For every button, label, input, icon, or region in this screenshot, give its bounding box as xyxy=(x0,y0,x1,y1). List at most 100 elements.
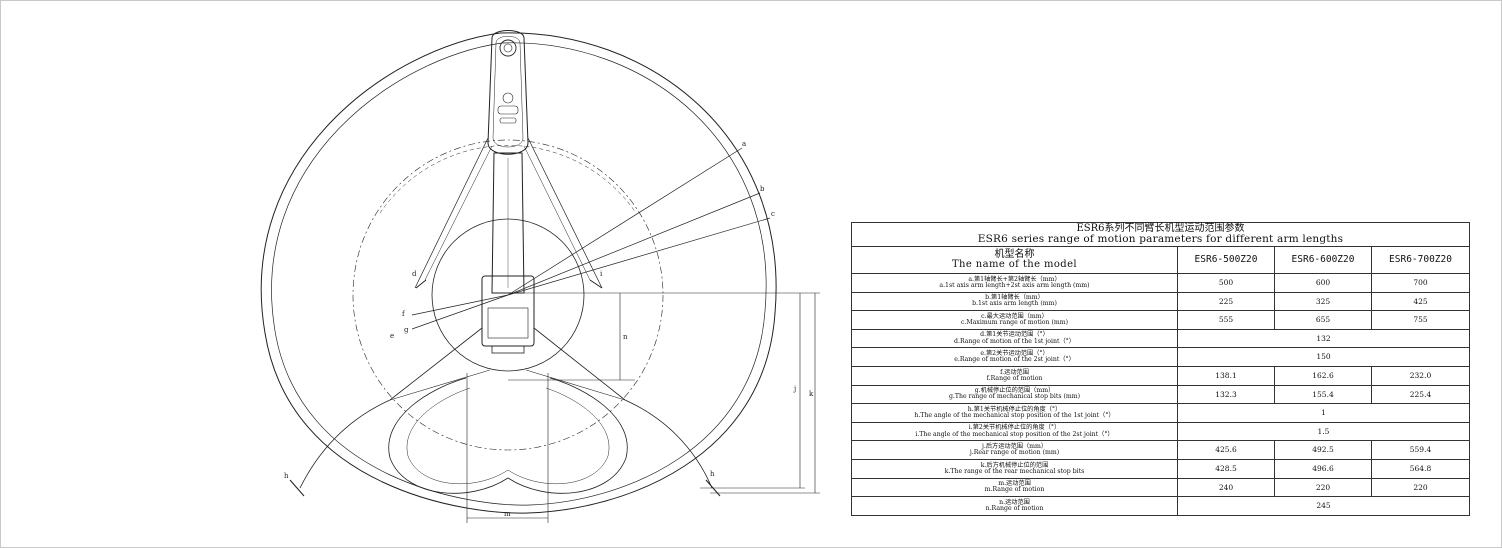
parameter-value-cell: 162.6 xyxy=(1274,365,1372,386)
parameter-value-cell: 428.5 xyxy=(1177,458,1275,479)
parameter-value-cell: 425 xyxy=(1371,291,1470,312)
outer-envelope xyxy=(260,32,777,514)
parameter-name-cell: c.最大运动范围（mm）c.Maximum range of motion (m… xyxy=(851,310,1178,330)
table-title-zh: ESR6系列不同臂长机型运动范围参数 xyxy=(1076,223,1245,235)
label-n: n xyxy=(623,333,628,341)
label-k: k xyxy=(809,390,814,398)
parameter-value-cell: 496.6 xyxy=(1274,458,1372,479)
parameter-value-cell: 555 xyxy=(1177,310,1275,330)
header-model-name-en: The name of the model xyxy=(951,259,1078,270)
parameter-value-cell: 220 xyxy=(1274,477,1372,498)
motion-range-parameters-table: ESR6系列不同臂长机型运动范围参数 ESR6 series range of … xyxy=(851,222,1470,516)
parameter-value-cell: 132.3 xyxy=(1177,384,1275,405)
parameter-value-cell: 559.4 xyxy=(1371,440,1470,460)
table-row: h.第1关节机械停止位的角度（°）h.The angle of the mech… xyxy=(851,403,1470,423)
radial-line-g xyxy=(411,294,509,330)
tick-d-left xyxy=(415,279,427,289)
table-header-row: 机型名称 The name of the model ESR6-500Z20 E… xyxy=(851,246,1470,274)
parameter-value-cell: 240 xyxy=(1177,477,1275,498)
table-title-row: ESR6系列不同臂长机型运动范围参数 ESR6 series range of … xyxy=(851,222,1470,247)
table-row: b.第1轴臂长（mm）b.1st axis arm length (mm)225… xyxy=(851,291,1470,312)
parameter-name-en: h.The angle of the mechanical stop posit… xyxy=(914,411,1115,419)
parameter-name-en: c.Maximum range of motion (mm) xyxy=(960,318,1069,326)
parameter-value-cell: 138.1 xyxy=(1177,365,1275,386)
arm-detail-2 xyxy=(497,105,519,115)
label-c: c xyxy=(771,210,775,218)
header-model-name-cell: 机型名称 The name of the model xyxy=(851,246,1178,274)
parameter-name-cell: j.后方运动范围（mm）j.Rear range of motion (mm) xyxy=(851,440,1178,460)
parameter-value-cell: 655 xyxy=(1274,310,1372,330)
parameter-value-cell: 1 xyxy=(1177,403,1470,423)
reach-line-right xyxy=(527,137,603,289)
lower-wing-right-2 xyxy=(525,369,626,401)
parameter-name-en: a.1st axis arm length+2st axis arm lengt… xyxy=(939,281,1090,289)
arm-detail-1 xyxy=(502,92,514,104)
parameter-name-en: n.Range of motion xyxy=(985,504,1044,512)
radial-line-c xyxy=(507,217,771,296)
parameter-name-zh: j.后方运动范围（mm） xyxy=(981,442,1048,450)
parameter-value-cell: 425.6 xyxy=(1177,440,1275,460)
parameter-name-en: m.Range of motion xyxy=(984,486,1045,494)
parameter-value-cell: 1.5 xyxy=(1177,421,1470,442)
label-j: j xyxy=(793,385,796,393)
table-row: c.最大运动范围（mm）c.Maximum range of motion (m… xyxy=(851,310,1470,330)
reach-line-left-2 xyxy=(424,145,493,281)
parameter-name-cell: d.第1关节运动范围（°）d.Range of motion of the 1s… xyxy=(851,328,1178,349)
parameter-name-cell: g.机械停止位的范围（mm）g.The range of mechanical … xyxy=(851,384,1178,405)
parameter-value-cell: 225 xyxy=(1177,291,1275,312)
parameter-value-cell: 150 xyxy=(1177,347,1470,367)
reach-line-left xyxy=(414,137,489,289)
lower-wing-right xyxy=(533,327,713,489)
outer-envelope-inner xyxy=(271,42,767,506)
parameter-name-zh: k.后方机械停止位的范围 xyxy=(980,461,1049,469)
parameter-name-cell: e.第2关节运动范围（°）e.Range of motion of the 2s… xyxy=(851,347,1178,367)
parameter-value-cell: 220 xyxy=(1371,477,1470,498)
reach-line-right-2 xyxy=(523,145,591,281)
parameter-name-zh: e.第2关节运动范围（°） xyxy=(980,349,1049,357)
parameter-value-cell: 755 xyxy=(1371,310,1470,330)
label-h-left: h xyxy=(284,472,289,480)
robot-arm-link-1-inner xyxy=(492,36,524,148)
radial-line-a xyxy=(507,147,743,296)
parameter-value-cell: 132 xyxy=(1177,328,1470,349)
tick-i-right xyxy=(589,279,603,289)
parameter-name-zh: d.第1关节运动范围（°） xyxy=(980,331,1049,339)
header-model-name-zh: 机型名称 xyxy=(994,249,1035,260)
parameter-value-cell: 325 xyxy=(1274,291,1372,312)
parameter-name-zh: a.第1轴臂长+第2轴臂长（mm） xyxy=(968,275,1061,283)
table-row: j.后方运动范围（mm）j.Rear range of motion (mm)4… xyxy=(851,440,1470,460)
parameter-name-zh: g.机械停止位的范围（mm） xyxy=(974,387,1055,395)
parameter-name-en: e.Range of motion of the 2st joint（°） xyxy=(954,356,1075,364)
label-a: a xyxy=(742,140,746,148)
parameter-value-cell: 492.5 xyxy=(1274,440,1372,460)
parameter-name-zh: b.第1轴臂长（mm） xyxy=(985,294,1044,302)
robot-base-foot xyxy=(491,345,525,354)
parameter-name-cell: a.第1轴臂长+第2轴臂长（mm）a.1st axis arm length+2… xyxy=(851,273,1178,293)
label-f: f xyxy=(402,310,406,318)
parameter-name-en: i.The angle of the mechanical stop posit… xyxy=(915,430,1114,438)
reference-circle xyxy=(352,139,664,451)
parameter-name-zh: m.运动范围 xyxy=(998,480,1031,488)
table-row: a.第1轴臂长+第2轴臂长（mm）a.1st axis arm length+2… xyxy=(851,273,1470,293)
header-model-1: ESR6-500Z20 xyxy=(1177,246,1275,274)
parameter-name-en: b.1st axis arm length (mm) xyxy=(972,300,1057,308)
table-row: g.机械停止位的范围（mm）g.The range of mechanical … xyxy=(851,384,1470,405)
table-row: d.第1关节运动范围（°）d.Range of motion of the 1s… xyxy=(851,328,1470,349)
label-i-top: i xyxy=(600,270,603,278)
parameter-name-cell: b.第1轴臂长（mm）b.1st axis arm length (mm) xyxy=(851,291,1178,312)
label-d: d xyxy=(412,270,417,278)
header-model-2: ESR6-600Z20 xyxy=(1274,246,1372,274)
parameter-value-cell: 600 xyxy=(1274,273,1372,293)
label-g: g xyxy=(404,326,409,334)
label-h-right: h xyxy=(710,470,715,478)
radial-line-f xyxy=(411,294,509,316)
table-title-en: ESR6 series range of motion parameters f… xyxy=(977,233,1344,246)
